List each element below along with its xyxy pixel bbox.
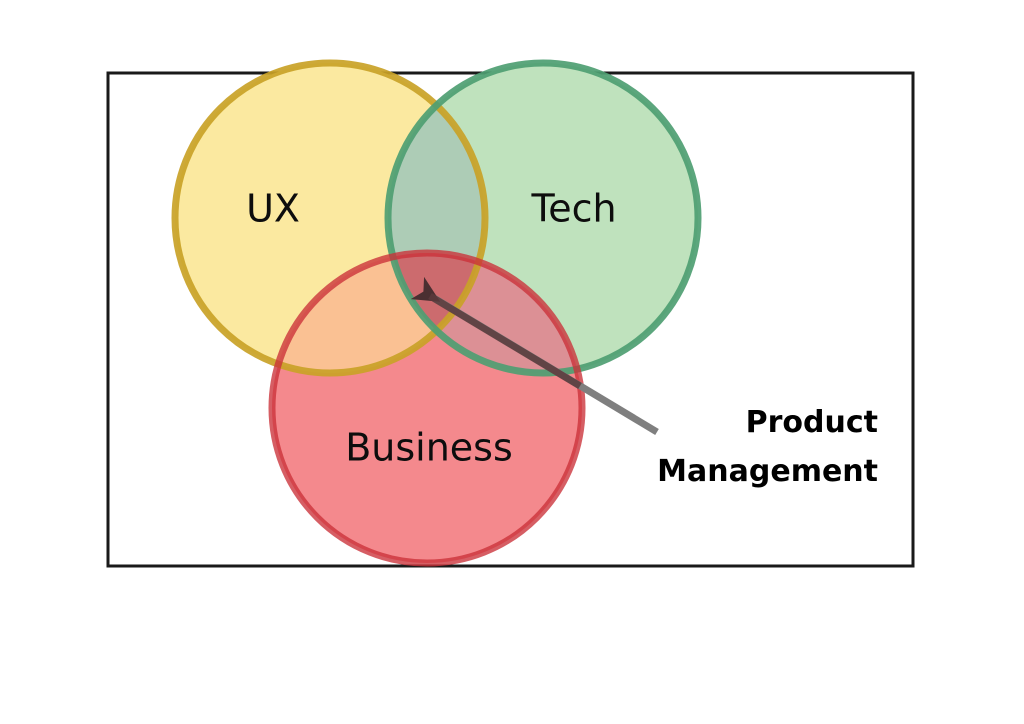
set-label-tech: Tech bbox=[530, 187, 616, 231]
set-label-ux: UX bbox=[246, 187, 300, 231]
set-outline-ux bbox=[171, 59, 489, 377]
venn-circles bbox=[171, 59, 702, 567]
set-outline-tech bbox=[384, 59, 702, 377]
overlap-ux-business bbox=[272, 253, 485, 373]
set-label-business: Business bbox=[345, 426, 513, 470]
annotation-line-2: Management bbox=[657, 454, 878, 489]
callout-arrow-shaded-segment bbox=[428, 292, 582, 390]
set-outline-business bbox=[268, 249, 586, 567]
overlap-tech-business bbox=[388, 253, 582, 373]
annotation-line-1: Product bbox=[746, 405, 878, 440]
